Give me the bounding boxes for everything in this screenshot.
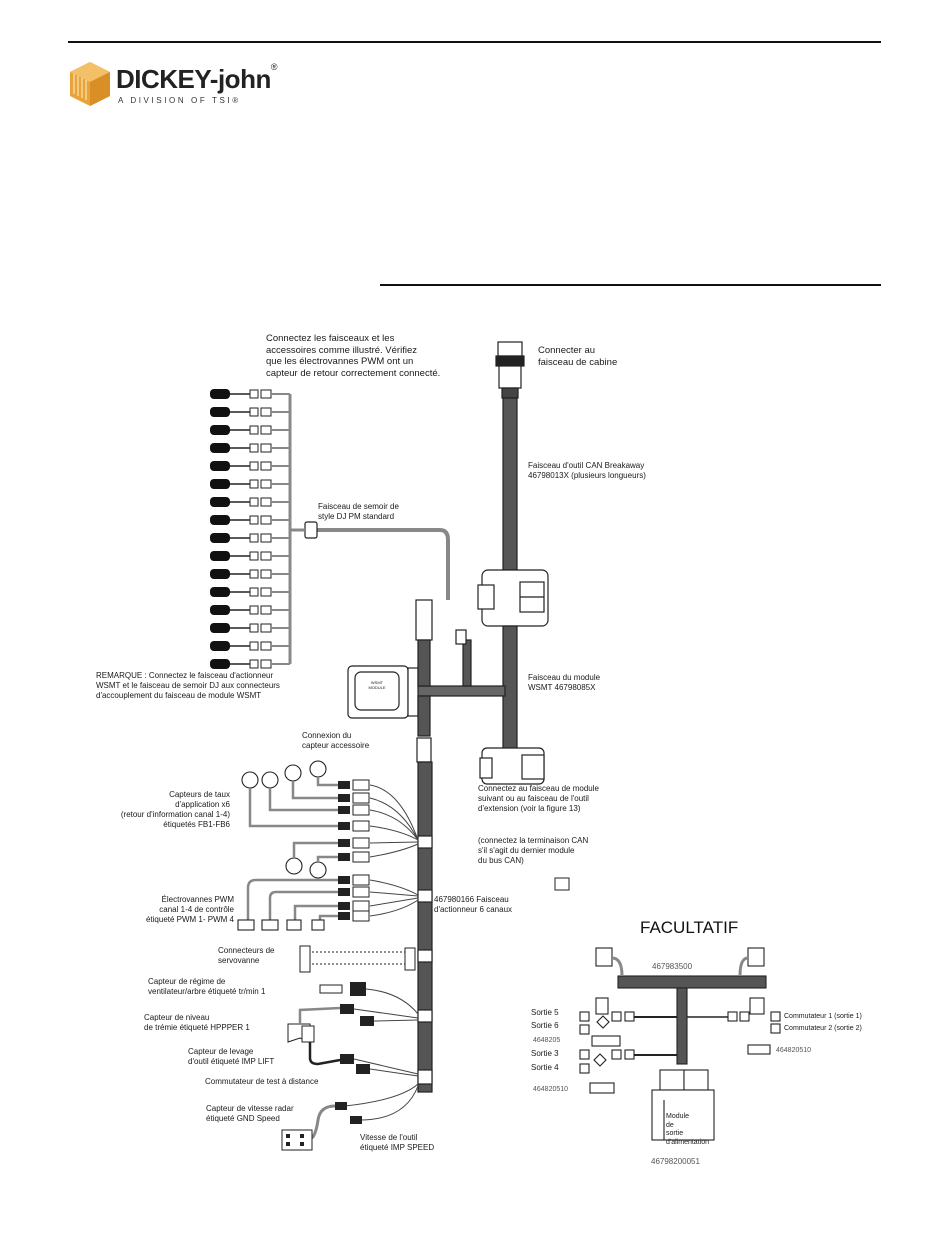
seed-row-connector-icon <box>210 623 290 633</box>
optional-part-c: 464820510 <box>776 1047 812 1054</box>
sensor-plug-icon <box>338 886 370 898</box>
sensor-plug-icon <box>338 779 370 791</box>
label-can-termination: (connectez la terminaison CAN s'il s'agi… <box>478 836 589 865</box>
radar-sensor-icon <box>281 1129 313 1151</box>
label-radar-speed: Capteur de vitesse radar étiqueté GND Sp… <box>206 1104 294 1123</box>
wsmt-module-face: WSMT MODULE <box>368 680 386 690</box>
optional-part-b: 464820510 <box>533 1086 569 1093</box>
label-implement-speed: Vitesse de l'outil étiqueté IMP SPEED <box>360 1133 435 1152</box>
brand-logo <box>68 60 112 108</box>
label-remark: REMARQUE : Connectez le faisceau d'actio… <box>96 671 280 700</box>
header-rule <box>68 41 881 43</box>
brand-text: DICKEY-john <box>116 64 271 94</box>
output-label-3: Sortie 3 <box>531 1049 559 1058</box>
optional-harness <box>579 947 781 1141</box>
can-breakaway-trunk <box>502 397 518 571</box>
label-accessory-sensor: Connexion du capteur accessoire <box>302 731 370 750</box>
actuator-harness-trunk <box>417 761 433 1093</box>
optional-part-a: 4648205 <box>533 1037 561 1044</box>
rate-sensor-icon <box>309 861 327 879</box>
seed-row-connector-icon <box>210 641 290 651</box>
sensor-plug-icon <box>338 851 370 863</box>
can-terminator-icon <box>554 877 570 891</box>
rate-sensor-icon <box>284 764 302 782</box>
switch-label-1: Commutateur 1 (sortie 1) <box>784 1013 862 1020</box>
label-actuator-harness: 467980166 Faisceau d'actionneur 6 canaux <box>434 895 513 914</box>
section-rule <box>380 284 881 286</box>
rate-sensor-icon <box>309 760 327 778</box>
seed-row-connector-icon <box>210 479 290 489</box>
cab-connector-icon <box>495 341 525 399</box>
seed-row-connector-icon <box>210 569 290 579</box>
pwm-valve-icon <box>311 919 325 931</box>
seed-row-connector-icon <box>210 425 290 435</box>
sensor-plug-icon <box>338 804 370 816</box>
sensor-plug-icon <box>338 837 370 849</box>
seed-row-connector-icon <box>210 587 290 597</box>
label-servo-connectors: Connecteurs de servovanne <box>218 946 275 965</box>
label-seed-harness: Faisceau de semoir de style DJ PM standa… <box>318 502 399 521</box>
lower-junction-icon <box>479 747 545 785</box>
label-cab-connect: Connecter au faisceau de cabine <box>538 345 618 368</box>
sensor-plug-icon <box>338 820 370 832</box>
label-rate-sensors: Capteurs de taux d'application x6 (retou… <box>120 790 230 829</box>
seed-row-connector-icon <box>210 605 290 615</box>
power-module-label: Module de sortie d'alimentation <box>666 1113 709 1146</box>
brand-tagline: A DIVISION OF TSI® <box>118 96 241 105</box>
logo-cube-icon <box>70 62 110 106</box>
optional-title: FACULTATIF <box>640 918 739 937</box>
label-implement-lift: Capteur de levage d'outil étiqueté IMP L… <box>188 1047 275 1066</box>
sensor-plug-icon <box>338 874 370 886</box>
label-connect-note: Connectez les faisceaux et les accessoir… <box>266 333 441 379</box>
label-can-breakaway: Faisceau d'outil CAN Breakaway 46798013X… <box>528 461 646 480</box>
seed-row-connector-icon <box>210 659 290 669</box>
seed-row-connector-icon <box>210 533 290 543</box>
wsmt-module-icon <box>347 665 419 719</box>
seed-row-connector-icon <box>210 497 290 507</box>
seed-row-connector-icon <box>210 389 290 399</box>
seed-row-connectors <box>210 389 290 669</box>
output-label-6: Sortie 6 <box>531 1021 559 1030</box>
power-module-part: 46798200051 <box>651 1157 700 1166</box>
pwm-valve-icon <box>286 919 302 931</box>
seed-row-connector-icon <box>210 461 290 471</box>
pwm-valve-icon <box>237 919 255 931</box>
label-remote-test: Commutateur de test à distance <box>205 1077 319 1086</box>
label-hopper-level: Capteur de niveau de trémie étiqueté HPP… <box>144 1013 250 1032</box>
switch-label-2: Commutateur 2 (sortie 2) <box>784 1025 862 1032</box>
junction-box-icon <box>477 569 549 627</box>
rate-sensor-icon <box>285 857 303 875</box>
label-pwm-valves: Électrovannes PWM canal 1-4 de contrôle … <box>145 895 234 924</box>
rate-sensor-icon <box>241 771 259 789</box>
label-fan-speed: Capteur de régime de ventilateur/arbre é… <box>148 977 266 996</box>
optional-harness-part: 467983500 <box>652 962 693 971</box>
rate-sensors <box>241 760 327 879</box>
power-output-module-icon <box>651 1089 715 1141</box>
output-label-5: Sortie 5 <box>531 1008 559 1017</box>
sensor-plug-icon <box>338 900 370 912</box>
seed-row-connector-icon <box>210 515 290 525</box>
label-next-module: Connectez au faisceau de module suivant … <box>478 784 599 813</box>
seed-row-connector-icon <box>210 407 290 417</box>
seed-row-connector-icon <box>210 551 290 561</box>
sensor-plugs <box>338 779 370 922</box>
seed-row-connector-icon <box>210 443 290 453</box>
sensor-plug-icon <box>338 792 370 804</box>
output-label-4: Sortie 4 <box>531 1063 559 1072</box>
pwm-valve-icon <box>261 919 279 931</box>
rate-sensor-icon <box>261 771 279 789</box>
registered-mark: ® <box>270 62 278 72</box>
label-wsmt-module-harness: Faisceau du module WSMT 46798085X <box>528 673 601 692</box>
module-branch <box>414 685 506 697</box>
sensor-plug-icon <box>338 910 370 922</box>
brand-name: DICKEY-john® <box>116 62 278 95</box>
